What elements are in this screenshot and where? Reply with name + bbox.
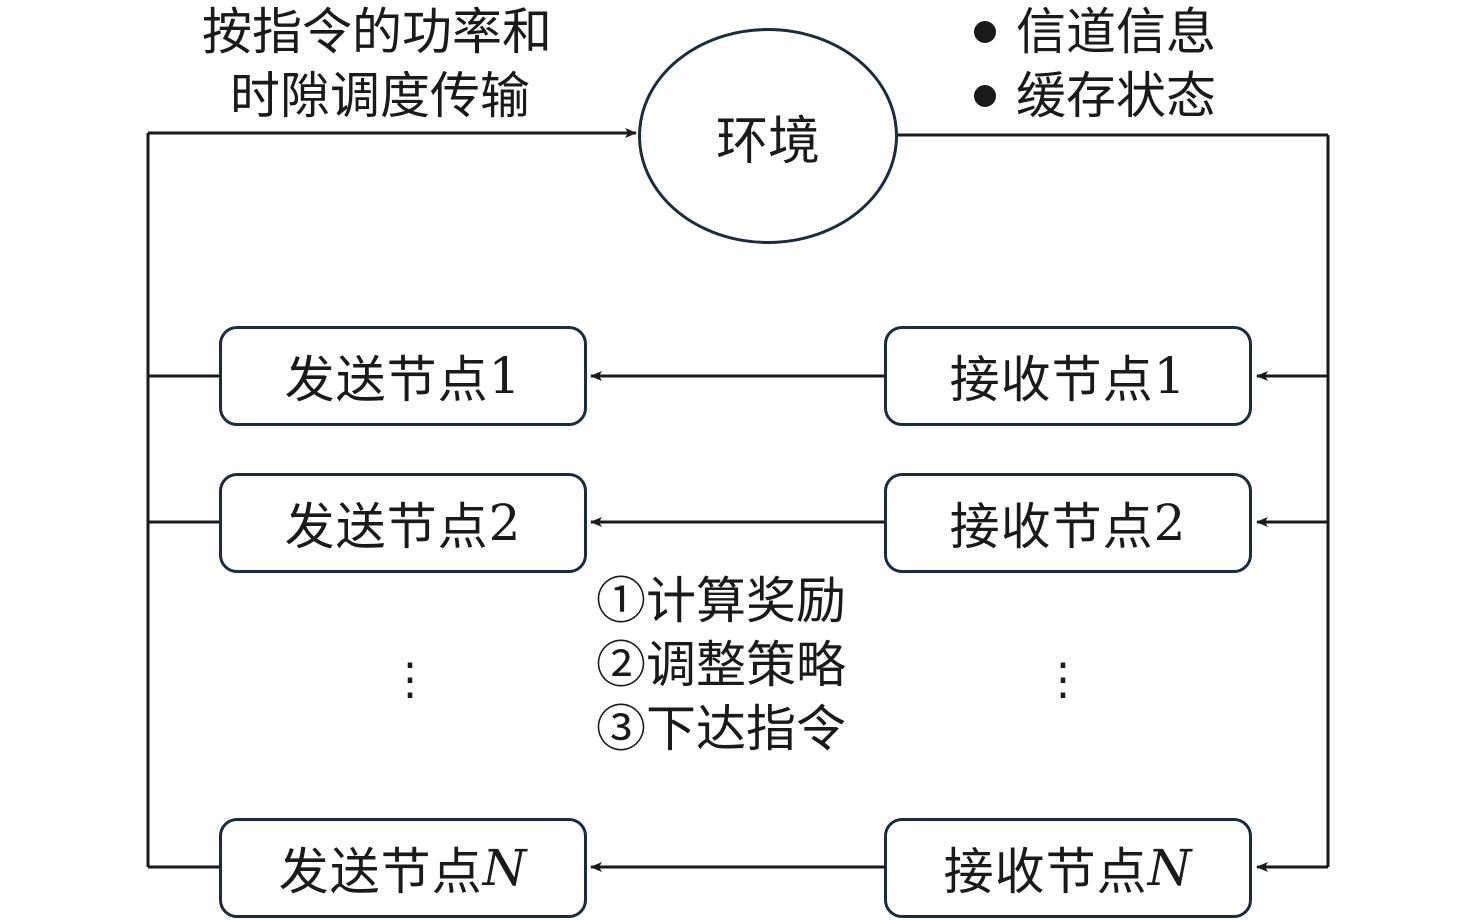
observation-item: 缓存状态 [974, 64, 1216, 128]
action-label: 按指令的功率和 时隙调度传输 [202, 0, 552, 128]
observation-item: 信道信息 [974, 0, 1216, 64]
action-label-line-2: 时隙调度传输 [230, 67, 530, 125]
step-item: ③下达指令 [596, 700, 846, 758]
step-item: ①计算奖励 [596, 572, 846, 630]
observation-text: 信道信息 [1016, 3, 1216, 61]
sender-node-index: 2 [488, 494, 522, 552]
observation-list: 信道信息 缓存状态 [974, 0, 1216, 128]
observation-text: 缓存状态 [1016, 67, 1216, 125]
bullet-dot-icon [974, 21, 996, 43]
bullet-dot-icon [974, 85, 996, 107]
sender-node-index: 1 [488, 347, 522, 405]
receiver-node-label: 接收节点 [949, 351, 1154, 409]
receiver-node-label: 接收节点 [949, 498, 1154, 556]
receiver-node-index: 1 [1153, 347, 1187, 405]
receiver-ellipsis: ⋮ [1041, 654, 1085, 705]
receiver-node-index: N [1147, 839, 1193, 897]
sender-node-label: 发送节点 [278, 843, 483, 901]
environment-label: 环境 [715, 111, 820, 172]
action-label-line-1: 按指令的功率和 [202, 3, 552, 61]
step-list: ①计算奖励 ②调整策略 ③下达指令 [596, 569, 846, 761]
sender-ellipsis: ⋮ [388, 654, 432, 705]
receiver-node-index: 2 [1153, 494, 1187, 552]
step-item: ②调整策略 [596, 636, 846, 694]
receiver-node-label: 接收节点 [943, 843, 1148, 901]
sender-node-label: 发送节点 [284, 498, 489, 556]
sender-node-index: N [482, 839, 528, 897]
sender-node-label: 发送节点 [284, 351, 489, 409]
environment-node: 环境 [638, 28, 898, 244]
